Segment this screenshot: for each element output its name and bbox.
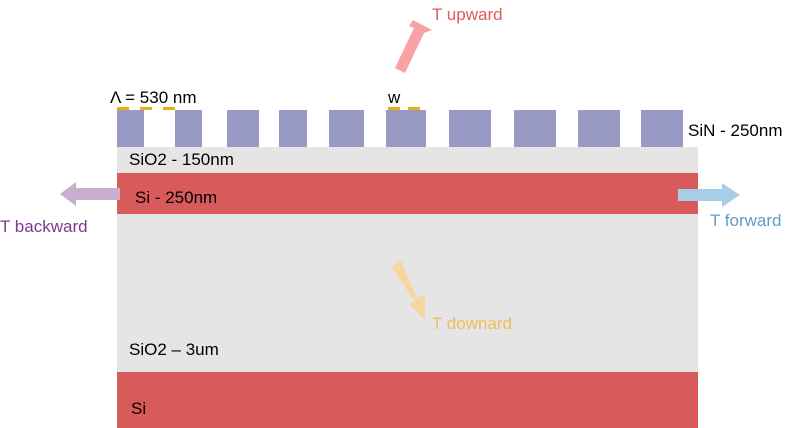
- sio2-box-layer-label: SiO2 – 3um: [129, 340, 219, 359]
- t-forward-label: T forward: [710, 211, 782, 230]
- period-marker: [163, 107, 175, 110]
- width-marker: [408, 107, 420, 110]
- grating-tooth: [117, 110, 144, 147]
- grating-tooth: [514, 110, 556, 147]
- period-marker: [140, 107, 152, 110]
- period-marker: [117, 107, 129, 110]
- downward-arrow-icon: [391, 261, 425, 320]
- si-core-layer: [117, 173, 698, 214]
- backward-arrow-icon: [60, 182, 120, 206]
- forward-arrow-icon: [678, 183, 740, 207]
- si-substrate-layer: [117, 372, 698, 428]
- grating-tooth: [329, 110, 364, 147]
- width-marker: [388, 107, 400, 110]
- si-substrate-layer-label: Si: [131, 399, 147, 418]
- sin-layer-label: SiN - 250nm: [688, 121, 783, 140]
- grating-tooth: [279, 110, 307, 147]
- sio2-top-layer-label: SiO2 - 150nm: [129, 150, 234, 169]
- grating-tooth: [449, 110, 491, 147]
- grating-tooth: [641, 110, 683, 147]
- grating-tooth: [578, 110, 620, 147]
- grating-tooth: [227, 110, 259, 147]
- grating-tooth: [175, 110, 202, 147]
- t-backward-label: T backward: [0, 217, 88, 236]
- grating-tooth: [386, 110, 426, 147]
- t-downward-label: T downard: [432, 314, 513, 333]
- si-core-layer-label: Si - 250nm: [135, 188, 218, 207]
- width-label: w: [388, 88, 401, 107]
- t-upward-label: T upward: [432, 5, 503, 24]
- period-label: Λ = 530 nm: [110, 88, 197, 107]
- upward-arrow-icon: [395, 20, 432, 73]
